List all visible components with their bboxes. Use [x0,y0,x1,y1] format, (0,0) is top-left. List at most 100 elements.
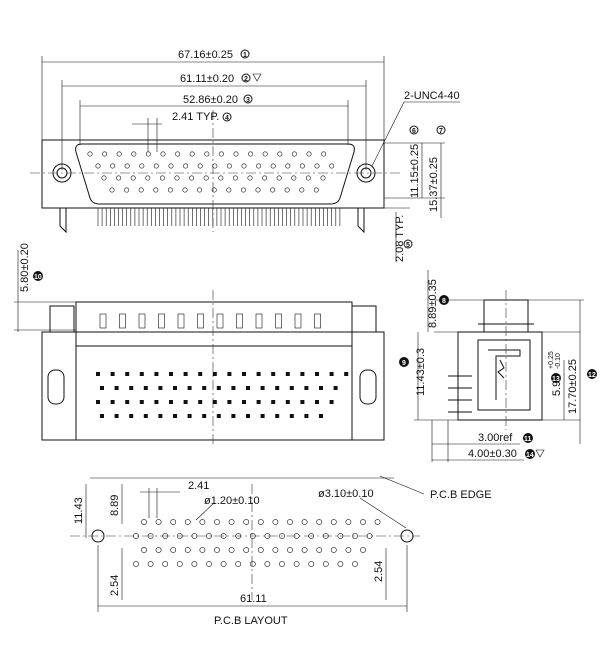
pin-square [125,372,130,376]
pcb-hole [293,533,300,539]
ref-marker [222,112,232,122]
pin-square [114,386,119,390]
pcb-hole [162,561,169,567]
pin-contact [313,187,319,193]
pin-square [154,400,159,404]
ref-marker-text: 3 [246,97,250,104]
dim-h2-label: 15.37±0.25 [428,157,440,212]
ref-marker [409,125,419,135]
pin-contact [175,151,181,157]
pcb-hole [316,519,323,525]
pin-contact [145,175,151,181]
pin-square [212,372,217,376]
pcb-hole [235,561,242,567]
pcb-hole [322,533,329,539]
shell-tooth [314,313,321,329]
pin-square [216,386,221,390]
pin-square [96,400,100,404]
pcb-hole [301,547,308,553]
pcb-hole [293,561,300,567]
pcb-hole [345,547,352,553]
pin-square [304,414,309,418]
pin-square [275,414,280,418]
dim-row-pitch-top: 11.43 [73,497,85,524]
pin-contact [270,187,276,193]
pcb-hole [374,519,381,525]
leader-line [379,475,425,495]
dim-width-label: 61.11 [240,593,267,605]
pcb-hole [337,561,344,567]
pin-contact [218,151,224,157]
pin-square [242,372,246,376]
pcb-hole [360,547,366,553]
pin-square [242,400,246,404]
ref-badge [525,449,535,459]
pin-contact [131,151,137,157]
pin-contact [197,187,203,193]
solder-tail-row [97,208,341,226]
pcb-hole [352,561,358,567]
pcb-layout: 11.43 8.89 2.41 ø1.20±0.10 ø3.10±0.10 P.… [70,475,492,627]
pin-square [110,400,115,404]
ref-badge-text: 11 [524,436,532,443]
pin-square [319,414,323,418]
side-view: 8.89±0.35 8 11.43±0.3 9 5.90 +0.25 -0.10… [399,270,597,462]
board-lock-left [59,208,67,234]
pcb-hole [228,547,235,553]
pin-square [333,386,338,390]
pcb-hole [330,519,337,525]
dim-f-label: 4.00±0.30 [468,448,517,460]
ref-badge-text: 8 [442,298,446,305]
front-view: 67.16±0.25 1 61.11±0.20 2 52.86±0.20 3 2… [30,49,460,262]
pcb-hole [191,533,198,539]
ref-badge [523,433,533,443]
pin-contact [145,151,151,157]
ref-marker-text: 2 [244,76,248,83]
shell-tooth [99,313,107,329]
pin-contact [299,187,305,193]
pcb-hole [214,519,220,525]
flange-right [351,305,377,333]
pin-contact [182,187,188,193]
pin-contact [226,187,232,193]
pin-square [187,386,192,390]
pin-contact [255,187,261,193]
pcb-hole [235,533,242,539]
pcb-hole [184,519,191,525]
ref-badge [551,373,561,383]
pin-square [110,372,115,376]
pin-contact [159,175,165,181]
pin-square [173,386,177,390]
hole-large-label: ø3.10±0.10 [318,488,374,500]
pin-square [304,386,309,390]
shell-tooth [158,313,165,329]
side-bracket [488,349,521,400]
pin-square [173,414,177,418]
shell-tooth [216,313,224,329]
pin-contact [270,163,276,169]
pcb-hole [206,533,212,539]
ref-marker [240,49,250,59]
ref-marker [436,125,446,135]
pin-contact [240,187,246,193]
pin-square [231,414,236,418]
dim-row-right-label: 2.54 [373,561,385,582]
pin-square [125,400,130,404]
pin-square [183,400,188,404]
flange-left [49,305,75,333]
pin-contact [174,175,180,181]
pin-contact [167,187,173,193]
pcb-hole [257,547,264,553]
shell-tooth [119,313,126,329]
pin-square [227,372,232,376]
pin-contact [138,187,144,193]
dim-overall-label: 67.16±0.25 [178,49,233,61]
side-inner [477,339,531,411]
pcb-hole [243,547,250,553]
pin-contact [168,163,174,169]
pcb-hole [264,561,271,567]
tolerance-triangle [252,73,262,82]
pcb-hole [330,547,337,553]
ref-badge-text: 12 [588,372,596,379]
